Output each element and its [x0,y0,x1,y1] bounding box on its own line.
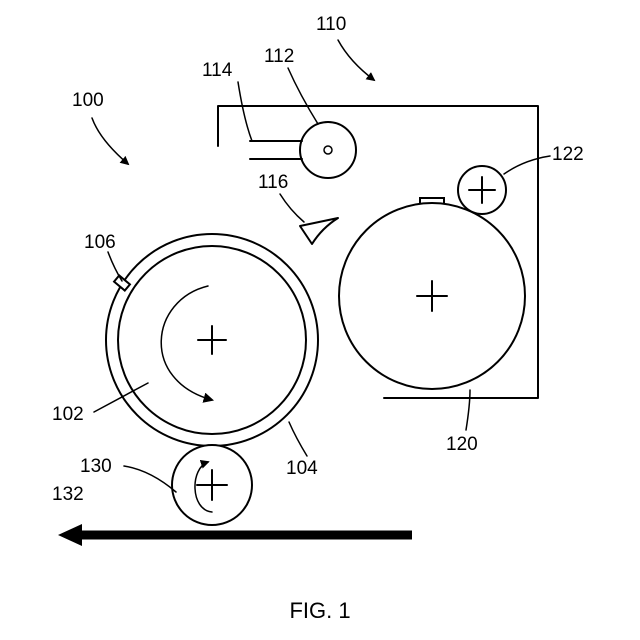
label-116: 116 [258,172,288,193]
media-path-132 [58,524,412,546]
label-120: 120 [446,434,478,455]
figure-caption: FIG. 1 [289,598,350,623]
roller-130 [172,445,252,525]
label-132: 132 [52,484,84,505]
guide-114 [250,141,302,159]
label-100: 100 [72,90,104,111]
drum-102 [106,234,318,446]
drum-120 [339,198,525,389]
roller-122 [458,166,506,214]
sensor-106 [114,275,130,290]
label-106: 106 [84,232,116,253]
label-104: 104 [286,458,318,479]
label-110: 110 [316,14,346,35]
label-130: 130 [80,456,112,477]
blade-116 [300,218,338,244]
label-122: 122 [552,144,584,165]
label-112: 112 [264,46,294,67]
label-114: 114 [202,60,233,81]
label-102: 102 [52,404,84,425]
roller-112 [300,122,356,178]
